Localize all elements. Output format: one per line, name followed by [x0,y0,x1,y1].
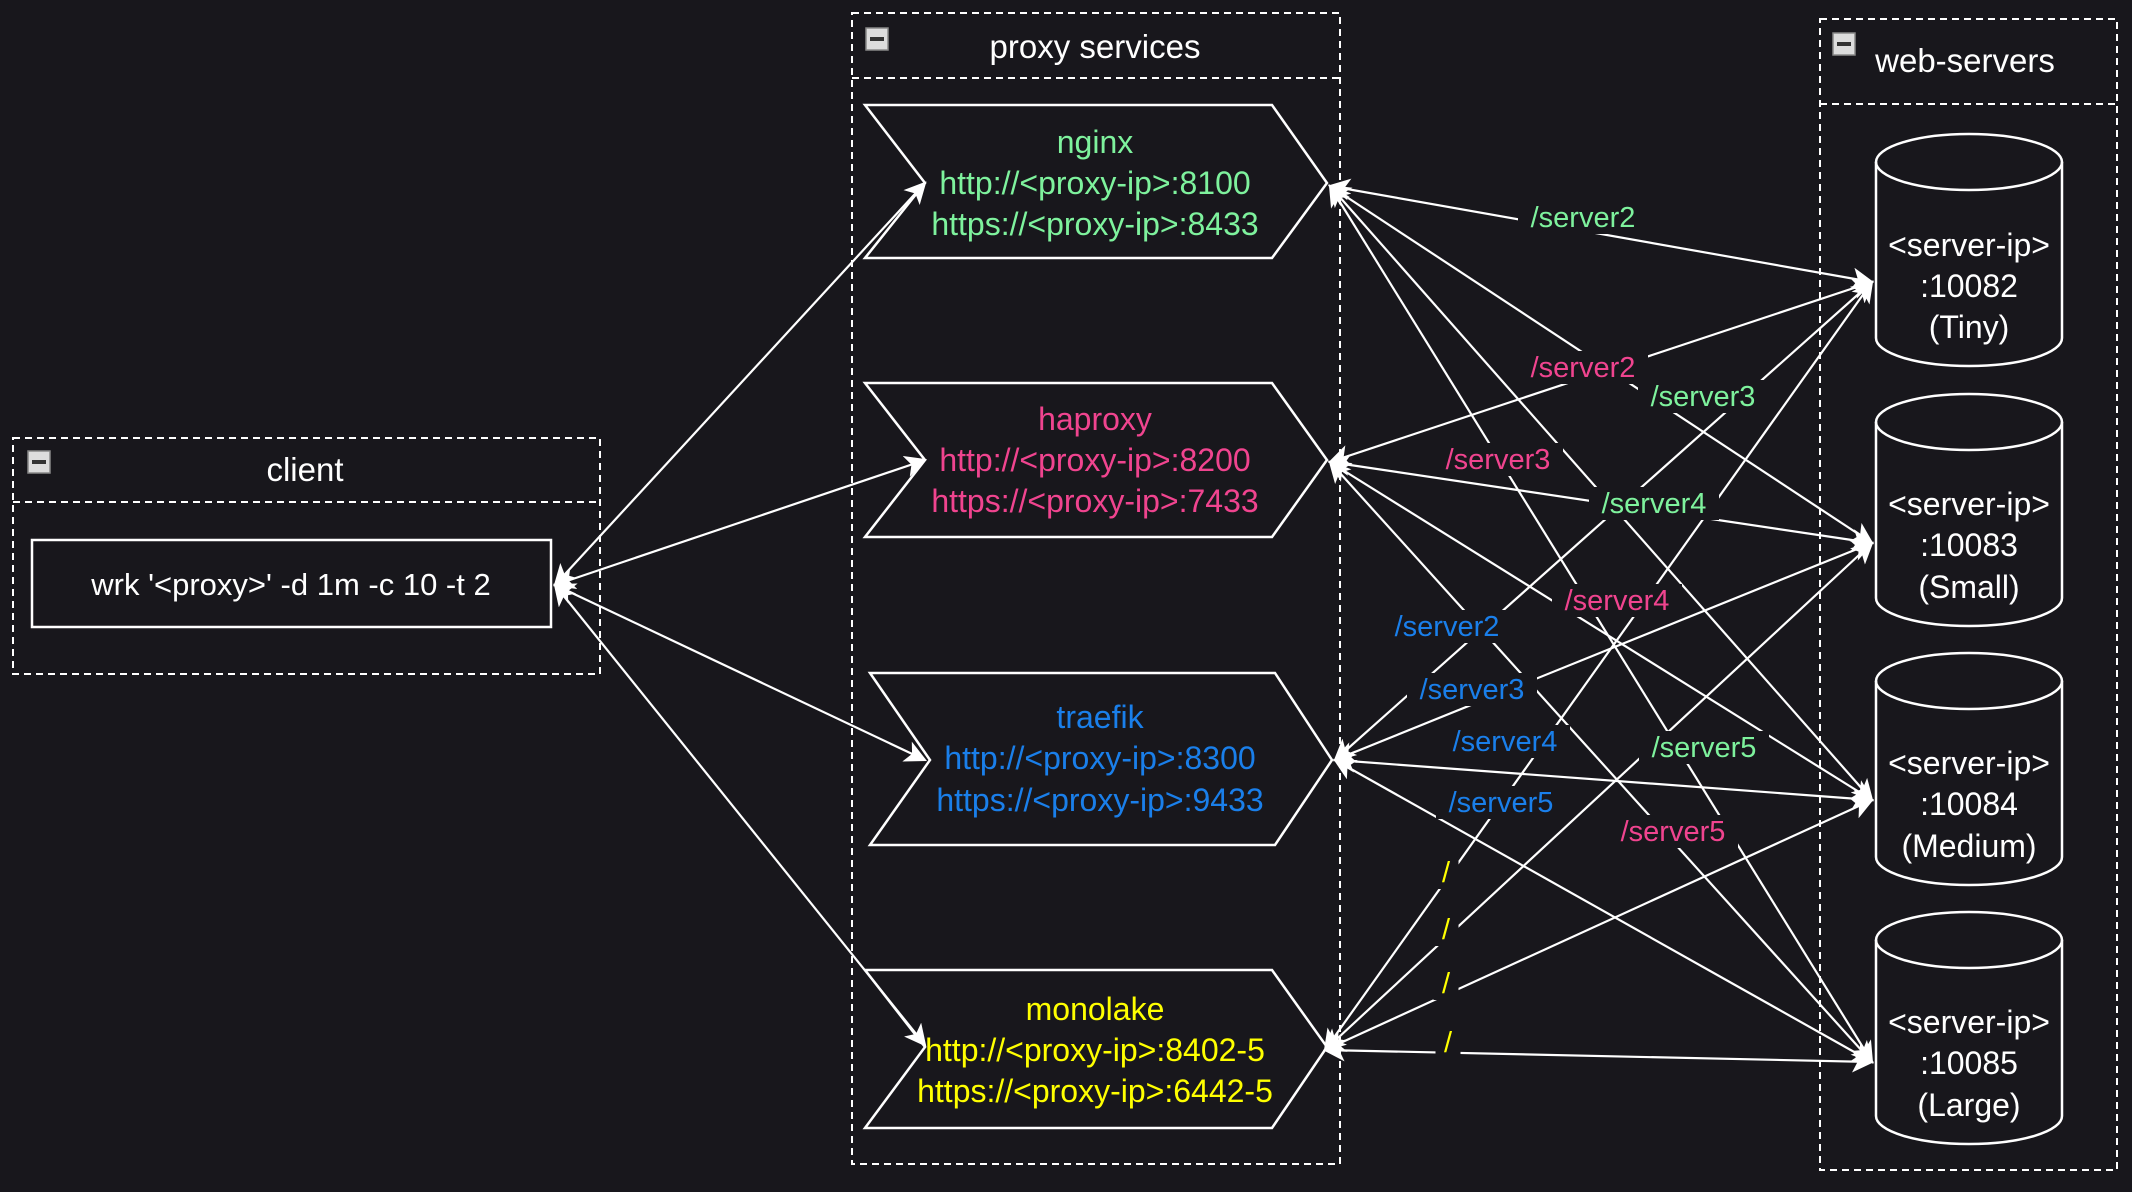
server-tiny: <server-ip> :10082 (Tiny) [1874,132,2064,368]
proxy-http-url: http://<proxy-ip>:8300 [944,740,1255,776]
server-port: :10082 [1920,268,2018,304]
route-link-monolake-4 [1322,798,1875,1052]
proxy-http-url: http://<proxy-ip>:8402-5 [925,1032,1265,1068]
client-haproxy-link [552,455,928,590]
proxy-services-group-border [851,12,1341,1165]
proxy-https-url: https://<proxy-ip>:7433 [931,483,1258,519]
server-host: <server-ip> [1888,1004,2050,1040]
minus-square-icon[interactable] [865,27,889,51]
route-label-traefik-3: /server3 [1420,674,1525,706]
proxy-name: traefik [1056,699,1144,735]
route-label-background [1518,201,1648,234]
proxy-https-url: https://<proxy-ip>:8433 [931,206,1258,242]
route-label-background [1638,380,1768,413]
server-size: (Large) [1917,1087,2020,1123]
client-proxy-links [552,181,928,1047]
proxy-haproxy: haproxy http://<proxy-ip>:8200 https://<… [862,381,1329,539]
route-label-background [1552,584,1682,617]
route-label-monolake-3: / [1442,914,1451,946]
web-servers-title: web-servers [1874,42,2055,79]
client-group: client wrk '<proxy>' -d 1m -c 10 -t 2 [12,437,601,675]
server-port: :10085 [1920,1045,2018,1081]
route-label-background [1589,487,1719,520]
client-command-box [30,538,553,629]
route-label-traefik-5: /server5 [1449,787,1554,819]
route-label-monolake-4: / [1442,968,1451,1000]
route-label-nginx-3: /server3 [1651,381,1756,413]
route-label-background [1436,786,1566,819]
route-label-background [1433,913,1459,946]
proxy-http-url: http://<proxy-ip>:8100 [939,165,1250,201]
client-monolake-link [553,583,927,1047]
route-label-haproxy-4: /server4 [1565,585,1670,617]
server-size: (Tiny) [1929,309,2010,345]
server-host: <server-ip> [1888,486,2050,522]
proxy-services-title: proxy services [990,28,1201,65]
route-label-background [1433,443,1563,476]
route-link-traefik-3 [1332,540,1875,763]
route-label-background [1440,725,1570,758]
proxy-nginx: nginx http://<proxy-ip>:8100 https://<pr… [862,103,1329,260]
client-group-border [12,437,601,675]
route-label-traefik-4: /server4 [1453,726,1558,758]
proxy-nginx-shape [862,103,1329,260]
route-link-haproxy-5 [1328,460,1874,1064]
server-medium: <server-ip> :10084 (Medium) [1874,651,2064,887]
server-port: :10083 [1920,527,2018,563]
proxy-traefik: traefik http://<proxy-ip>:8300 https://<… [867,671,1334,847]
route-label-background [1433,856,1459,889]
route-label-background [1639,731,1769,764]
route-label-nginx-5: /server5 [1652,732,1757,764]
proxy-name: monolake [1026,991,1165,1027]
proxy-monolake: monolake http://<proxy-ip>:8402-5 https:… [862,968,1329,1130]
minus-square-icon[interactable] [1832,32,1856,56]
server-size: (Small) [1918,569,2019,605]
client-command: wrk '<proxy>' -d 1m -c 10 -t 2 [90,567,490,602]
route-link-monolake-5 [1322,1039,1875,1073]
route-label-nginx-4: /server4 [1602,488,1707,520]
route-label-background [1608,815,1738,848]
route-label-monolake-5: / [1444,1027,1453,1059]
proxy-name: haproxy [1038,401,1152,437]
proxy-https-url: https://<proxy-ip>:9433 [936,782,1263,818]
web-servers-group: web-servers <server-ip> :10082 (Tiny) <s… [1819,18,2118,1171]
route-label-haproxy-3: /server3 [1446,444,1551,476]
server-size: (Medium) [1901,828,2036,864]
server-large: <server-ip> :10085 (Large) [1874,910,2064,1146]
minus-square-icon[interactable] [27,450,51,474]
route-link-monolake-2 [1323,280,1874,1052]
route-label-monolake-2: / [1442,857,1451,889]
proxy-services-group: proxy services nginx http://<proxy-ip>:8… [851,12,1341,1165]
server-host: <server-ip> [1888,227,2050,263]
route-label-background [1382,610,1512,643]
proxy-haproxy-shape [862,381,1329,539]
server-small: <server-ip> :10083 (Small) [1874,392,2064,628]
server-host: <server-ip> [1888,745,2050,781]
proxy-http-url: http://<proxy-ip>:8200 [939,442,1250,478]
proxy-name: nginx [1057,124,1134,160]
route-labels: /server2/server3/server4/server5/server2… [1382,201,1769,1059]
route-label-haproxy-2: /server2 [1531,352,1636,384]
proxy-monolake-shape [862,968,1329,1130]
route-link-traefik-5 [1333,758,1874,1064]
proxy-https-url: https://<proxy-ip>:6442-5 [917,1073,1273,1109]
route-label-background [1407,673,1537,706]
server-port: :10084 [1920,786,2018,822]
client-title: client [266,451,343,488]
proxy-traefik-shape [867,671,1334,847]
route-label-traefik-2: /server2 [1395,611,1500,643]
route-label-haproxy-5: /server5 [1621,816,1726,848]
web-servers-group-border [1819,18,2118,1171]
route-label-background [1518,351,1648,384]
route-label-background [1435,1026,1461,1059]
route-label-background [1433,967,1459,1000]
route-label-nginx-2: /server2 [1531,202,1636,234]
